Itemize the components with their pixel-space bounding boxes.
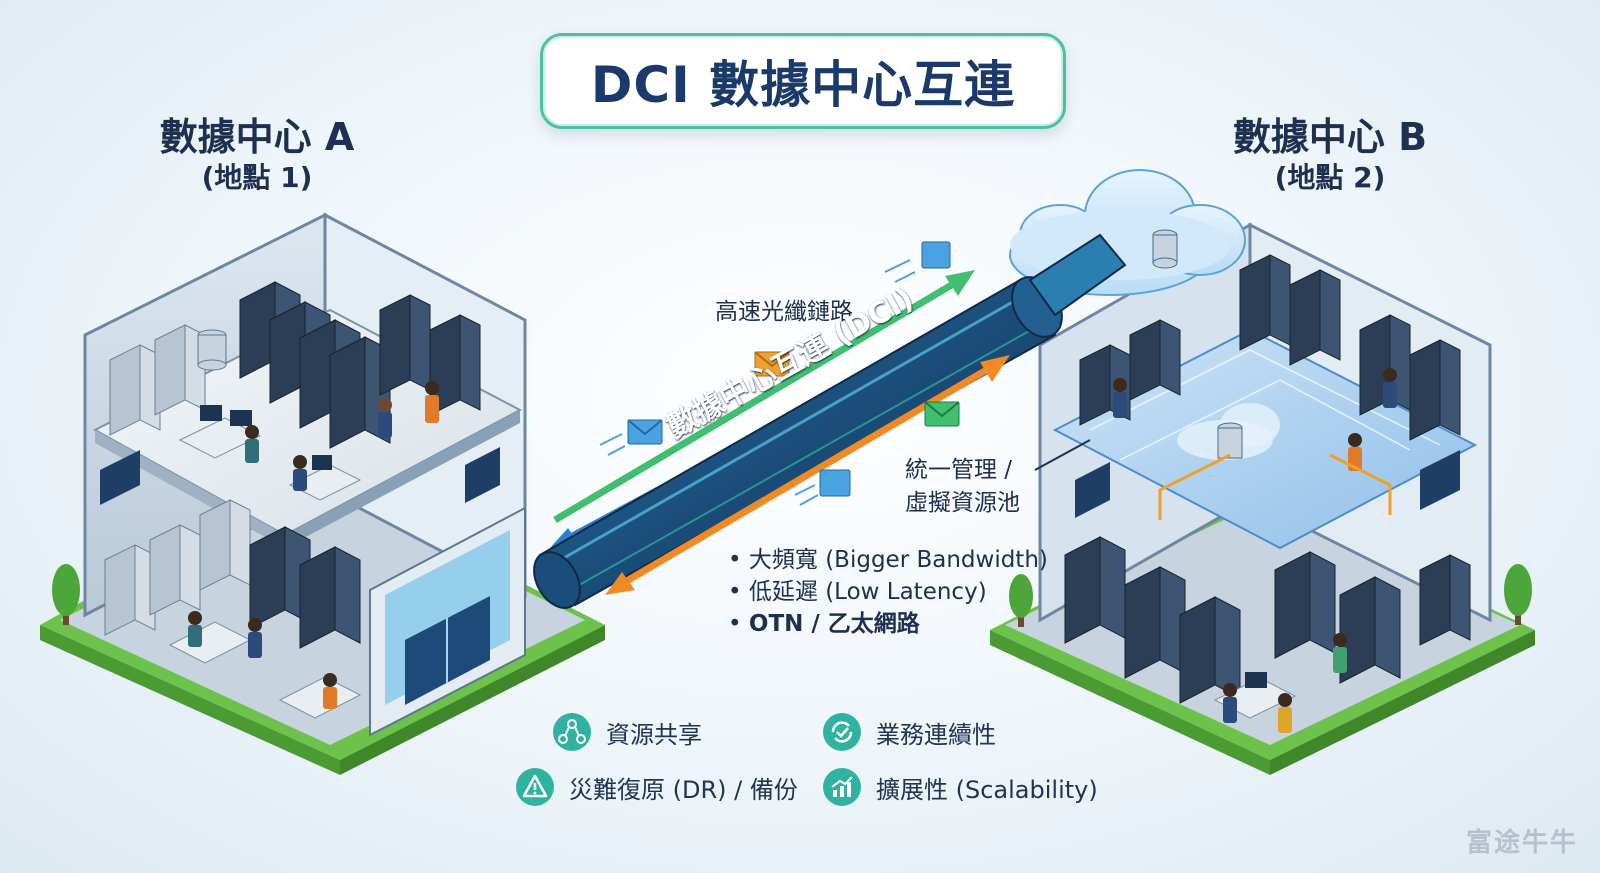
envelope-icon — [628, 420, 662, 444]
document-icon — [922, 242, 950, 268]
share-nodes-icon — [552, 712, 592, 752]
title-box: DCI 數據中心互連 — [540, 33, 1066, 129]
watermark: 富途牛牛 — [1466, 822, 1578, 859]
warning-triangle-icon — [515, 767, 555, 807]
bullet-otn: • OTN / 乙太網路 — [728, 604, 920, 638]
feature-business-continuity: 業務連續性 — [822, 712, 996, 752]
datacenter-b-location: (地點 2) — [1170, 156, 1490, 196]
feature-label: 業務連續性 — [876, 715, 996, 750]
feature-scalability: 擴展性 (Scalability) — [822, 767, 1098, 807]
page-title: DCI 數據中心互連 — [591, 45, 1015, 117]
feature-label: 擴展性 (Scalability) — [876, 770, 1098, 805]
datacenter-a-title: 數據中心 A — [97, 106, 417, 161]
bullet-marker: • — [728, 579, 742, 605]
datacenter-b-title: 數據中心 B — [1170, 106, 1490, 161]
feature-label: 資源共享 — [606, 715, 702, 750]
refresh-check-icon — [822, 712, 862, 752]
unified-management-label: 統一管理 / — [905, 450, 1012, 484]
datacenter-a-building — [40, 215, 605, 775]
envelope-icon — [925, 402, 959, 426]
virtual-pool-label: 虛擬資源池 — [905, 483, 1020, 517]
bullet-marker: • — [728, 611, 742, 637]
growth-chart-icon — [822, 767, 862, 807]
datacenter-a-location: (地點 1) — [97, 156, 417, 196]
feature-disaster-recovery: 災難復原 (DR) / 備份 — [515, 767, 798, 807]
feature-resource-sharing: 資源共享 — [552, 712, 702, 752]
bullet-latency: • 低延遲 (Low Latency) — [728, 572, 987, 606]
document-icon — [820, 470, 850, 496]
datacenter-b-building — [990, 225, 1535, 775]
bullet-bandwidth: • 大頻寬 (Bigger Bandwidth) — [728, 540, 1048, 574]
bullet-marker: • — [728, 547, 742, 573]
feature-label: 災難復原 (DR) / 備份 — [569, 770, 798, 805]
